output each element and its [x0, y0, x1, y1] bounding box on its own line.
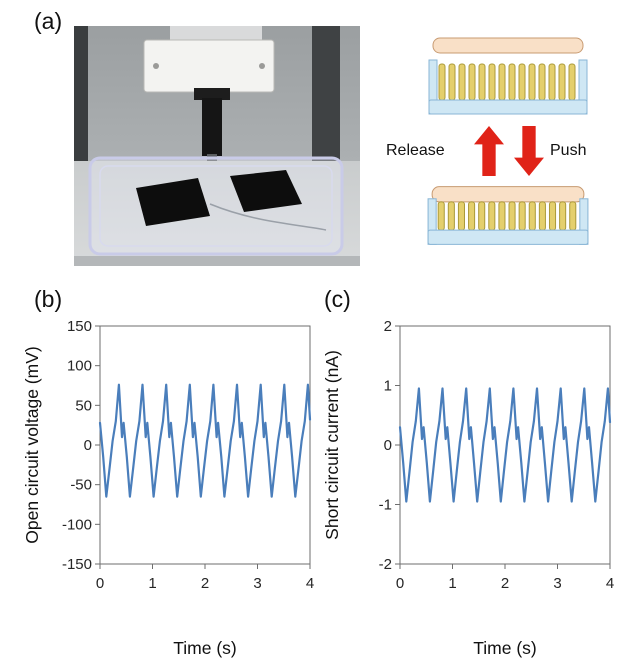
clamp: [194, 88, 230, 100]
machine-frame-right: [312, 26, 340, 164]
x-tick-label: 3: [553, 575, 561, 592]
push-label: Push: [550, 142, 587, 159]
release-label: Release: [386, 142, 445, 159]
lead-wire: [209, 203, 327, 231]
pillar-array: [437, 201, 577, 231]
x-tick-label: 2: [501, 575, 509, 592]
x-tick-label: 2: [201, 575, 209, 592]
y-axis-label: Short circuit current (nA): [322, 350, 342, 540]
x-tick-label: 1: [448, 575, 456, 592]
y-tick-label: -2: [379, 556, 392, 573]
sample-tray-inner: [99, 165, 333, 247]
device-pressed-drawing: [427, 186, 589, 245]
machine-frame-left: [74, 26, 88, 178]
y-tick-label: 2: [384, 318, 392, 335]
y-tick-label: -1: [379, 497, 392, 514]
y-axis-label: Open circuit voltage (mV): [22, 346, 42, 543]
panel-b-label: (b): [34, 286, 63, 312]
y-tick-label: 0: [84, 437, 92, 454]
table-edge: [74, 256, 360, 266]
y-tick-label: 0: [384, 437, 392, 454]
y-tick-label: -50: [70, 477, 92, 494]
top-plate: [432, 37, 584, 54]
load-fixture: [143, 39, 275, 93]
y-tick-label: 50: [75, 397, 92, 414]
bottom-substrate: [427, 229, 589, 245]
x-tick-label: 1: [148, 575, 156, 592]
x-tick-label: 4: [606, 575, 614, 592]
bottom-substrate: [428, 99, 588, 115]
experiment-photo-drawing: [74, 26, 360, 266]
pillar-array: [438, 63, 576, 101]
y-tick-label: -100: [62, 516, 92, 533]
x-tick-label: 0: [396, 575, 404, 592]
table-surface: [74, 161, 360, 266]
series-line: [398, 387, 612, 503]
x-tick-label: 3: [253, 575, 261, 592]
fixture-screw: [153, 63, 159, 69]
device-schematic-pressed: [422, 184, 594, 248]
y-tick-label: -150: [62, 556, 92, 573]
device-released-drawing: [428, 37, 588, 115]
series-line: [98, 383, 312, 498]
y-tick-label: 150: [67, 318, 92, 335]
y-tick-label: 1: [384, 378, 392, 395]
sample-right: [230, 170, 302, 212]
top-plate: [431, 186, 585, 203]
x-axis-label: Time (s): [173, 638, 237, 658]
x-tick-label: 0: [96, 575, 104, 592]
release-up-arrow-icon: [474, 126, 504, 176]
panel-a-label: (a): [34, 8, 63, 34]
push-column: [202, 98, 222, 156]
experiment-photo: [74, 26, 360, 266]
y-tick-label: 100: [67, 358, 92, 375]
sample-left: [136, 178, 210, 226]
push-down-arrow-icon: [514, 126, 544, 176]
device-schematic-released: [422, 36, 594, 121]
x-axis-label: Time (s): [473, 638, 537, 658]
fixture-screw: [259, 63, 265, 69]
x-tick-label: 4: [306, 575, 314, 592]
panel-c-label: (c): [324, 286, 351, 312]
